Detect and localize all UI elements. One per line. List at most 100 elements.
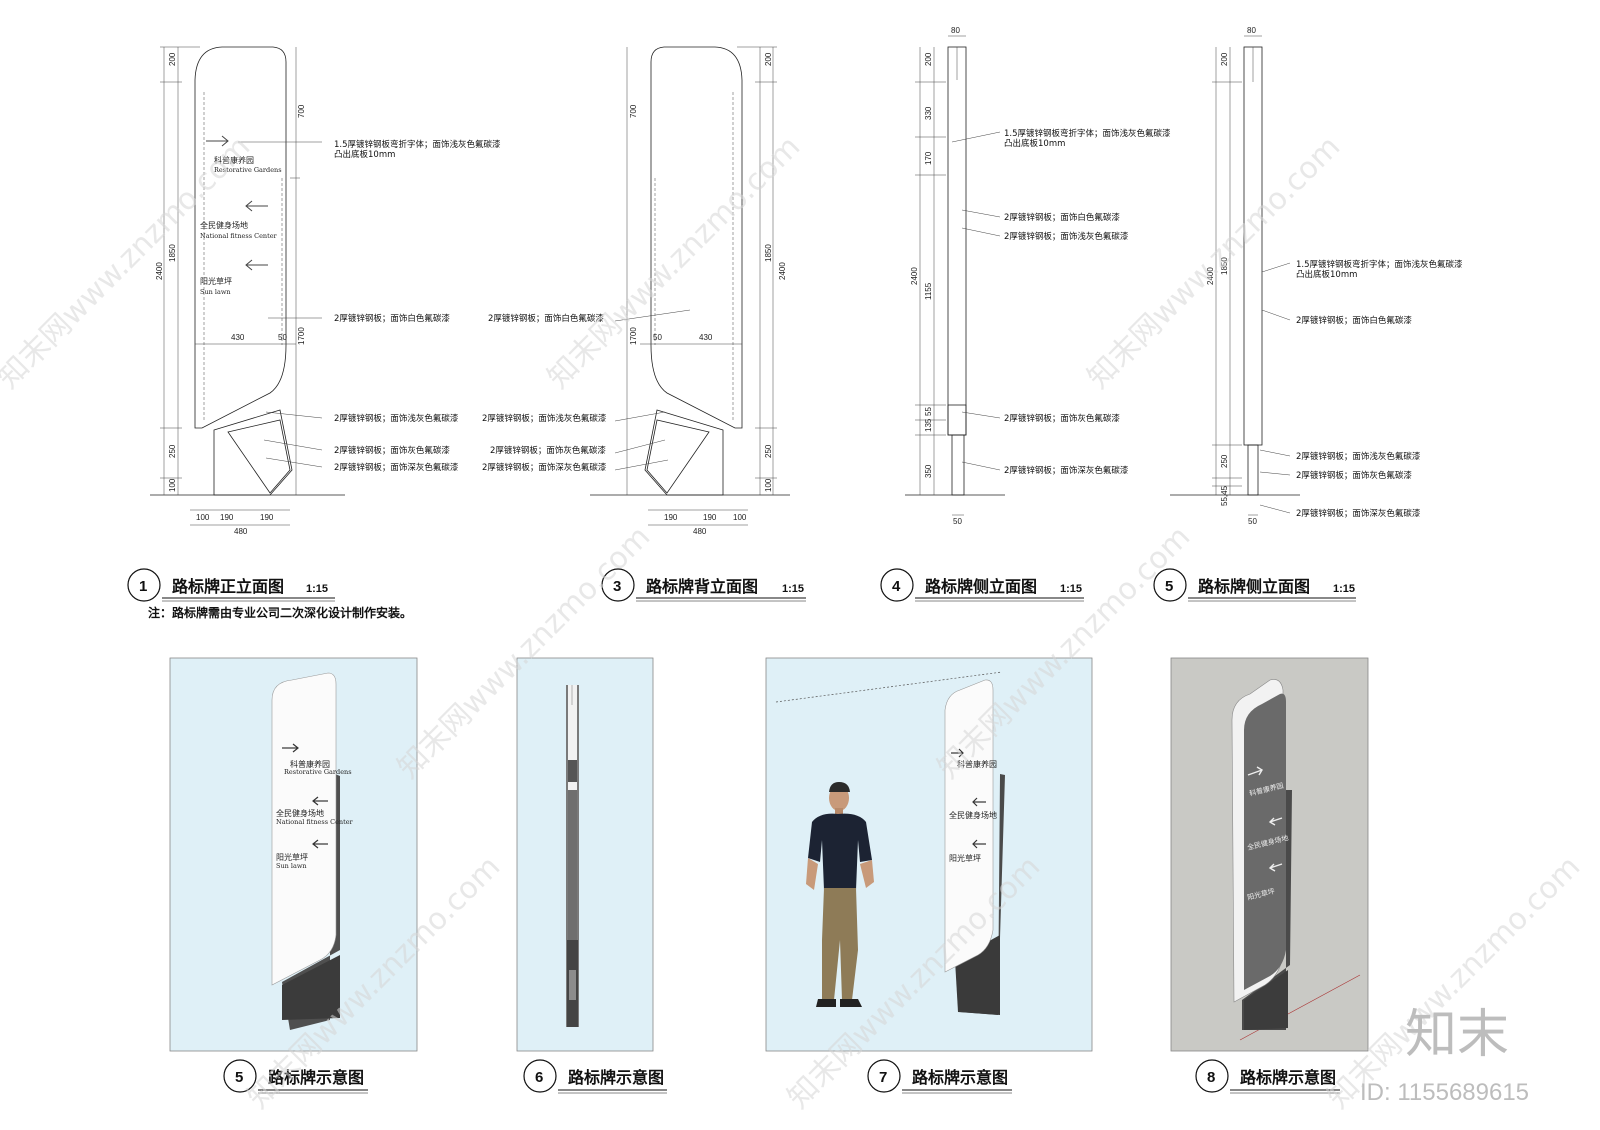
caption-5: 5 路标牌侧立面图 1:15 — [1153, 568, 1356, 602]
dim-label: 55,45 — [1220, 485, 1229, 506]
caption-number: 1 — [139, 578, 147, 595]
caption-scale: 1:15 — [306, 583, 328, 595]
dim-label: 50 — [1248, 517, 1257, 526]
arrow-right-icon — [1247, 766, 1263, 776]
dim-label: 700 — [629, 104, 638, 118]
caption-title: 路标牌背立面图 — [646, 577, 758, 596]
material-note: 2厚镀锌钢板；面饰浅灰色氟碳漆 — [1004, 231, 1129, 242]
dim-label: 200 — [764, 52, 773, 66]
material-note: 2厚镀锌钢板；面饰白色氟碳漆 — [334, 313, 450, 324]
dim-label: 1155 — [924, 282, 933, 300]
dim-label: 350 — [924, 464, 933, 478]
arrow-left-icon — [972, 797, 986, 807]
perspective-5: 科普康养园 Restorative Gardens 全民健身场地 Nationa… — [169, 657, 418, 1052]
dim-label: 135 — [924, 418, 933, 432]
dim-label: 200 — [1220, 52, 1229, 66]
material-note: 2厚镀锌钢板；面饰浅灰色氟碳漆 — [482, 413, 607, 424]
dim-label: 1850 — [1220, 257, 1229, 275]
material-note: 2厚镀锌钢板；面饰深灰色氟碳漆 — [334, 462, 459, 473]
arrow-left-icon — [245, 200, 268, 212]
footnote: 注：路标牌需由专业公司二次深化设计制作安装。 — [148, 605, 412, 620]
sign-line1-cn: 科普康养园 — [214, 155, 254, 165]
dim-label: 330 — [924, 106, 933, 120]
dim-label: 50 — [953, 517, 962, 526]
dim-label: 250 — [764, 444, 773, 458]
material-note: 2厚镀锌钢板；面饰灰色氟碳漆 — [490, 445, 606, 456]
material-note: 2厚镀锌钢板；面饰深灰色氟碳漆 — [1004, 465, 1129, 476]
perspective-caption-6: 6 路标牌示意图 — [523, 1059, 667, 1094]
svg-text:知末网www.znzmo.com: 知末网www.znzmo.com — [0, 129, 257, 395]
dim-label: 480 — [234, 527, 248, 536]
dim-label: 480 — [693, 527, 707, 536]
dim-label: 170 — [924, 151, 933, 165]
caption-title: 路标牌正立面图 — [172, 577, 284, 596]
dim-label: 190 — [703, 513, 717, 522]
dim-label: 430 — [699, 333, 713, 342]
front-elevation: 科普康养园 Restorative Gardens 全民健身场地 Nationa… — [150, 46, 501, 536]
arrow-left-icon — [312, 796, 328, 806]
arrow-left-icon — [312, 839, 328, 849]
sign-line3-cn: 阳光草坪 — [949, 853, 981, 863]
caption-title: 路标牌侧立面图 — [925, 577, 1037, 596]
perspective-7: 科普康养园 全民健身场地 阳光草坪 — [765, 657, 1093, 1052]
side-elevation-4: 80 200 330 170 2400 1155 55 135 350 50 1… — [905, 26, 1171, 526]
sign-line3-cn: 阳光草坪 — [200, 276, 232, 286]
caption-1: 1 路标牌正立面图 1:15 — [127, 568, 335, 602]
material-note: 2厚镀锌钢板；面饰白色氟碳漆 — [488, 313, 604, 324]
dim-label: 2400 — [155, 262, 164, 280]
sign-line3-en: Sun lawn — [276, 862, 307, 870]
arrow-left-icon — [972, 839, 986, 849]
arrow-left-icon — [1268, 863, 1283, 872]
caption-title: 路标牌示意图 — [568, 1068, 664, 1087]
dim-label: 50 — [653, 333, 662, 342]
caption-number: 4 — [892, 578, 901, 595]
caption-number: 7 — [879, 1069, 887, 1086]
material-note: 1.5厚镀锌钢板弯折字体；面饰浅灰色氟碳漆 — [334, 139, 501, 150]
brand-logo: 知末 — [1405, 1005, 1509, 1065]
dim-label: 700 — [297, 104, 306, 118]
dim-label: 100 — [168, 478, 177, 492]
caption-title: 路标牌示意图 — [1240, 1068, 1336, 1087]
dim-label: 200 — [924, 52, 933, 66]
sign-line3-en: Sun lawn — [200, 288, 231, 296]
dim-label: 430 — [231, 333, 245, 342]
dim-label: 190 — [260, 513, 274, 522]
material-note: 凸出底板10mm — [334, 149, 395, 160]
perspective-8: 科普康养园 全民健身场地 阳光草坪 — [1170, 657, 1369, 1052]
side-elevation-5: 80 200 2400 1850 250 55,45 50 1.5厚镀锌钢板弯折… — [1170, 26, 1463, 526]
arrow-right-icon — [206, 135, 229, 147]
dim-label: 1700 — [297, 327, 306, 345]
material-note: 1.5厚镀锌钢板弯折字体；面饰浅灰色氟碳漆 — [1004, 128, 1171, 139]
material-note: 2厚镀锌钢板；面饰浅灰色氟碳漆 — [334, 413, 459, 424]
arrow-right-icon — [282, 743, 299, 753]
caption-title: 路标牌示意图 — [268, 1068, 364, 1087]
dim-label: 190 — [220, 513, 234, 522]
arrow-left-icon — [245, 259, 268, 271]
caption-title: 路标牌侧立面图 — [1198, 577, 1310, 596]
sign-line2-cn: 全民健身场地 — [949, 810, 997, 820]
dim-label: 100 — [196, 513, 210, 522]
perspective-caption-7: 7 路标牌示意图 — [867, 1059, 1012, 1094]
material-note: 2厚镀锌钢板；面饰灰色氟碳漆 — [1004, 413, 1120, 424]
dim-label: 2400 — [778, 262, 787, 280]
arrow-right-icon — [951, 748, 964, 758]
caption-number: 5 — [235, 1069, 243, 1086]
caption-number: 6 — [535, 1069, 543, 1086]
dim-label: 80 — [951, 26, 960, 35]
material-note: 2厚镀锌钢板；面饰白色氟碳漆 — [1004, 212, 1120, 223]
dim-label: 1850 — [764, 244, 773, 262]
dim-label: 80 — [1247, 26, 1256, 35]
image-id: ID: 1155689615 — [1360, 1079, 1529, 1106]
sign-line1-cn: 科普康养园 — [957, 759, 997, 769]
dim-label: 250 — [168, 444, 177, 458]
sign-line2-cn: 全民健身场地 — [276, 808, 324, 818]
material-note: 2厚镀锌钢板；面饰灰色氟碳漆 — [1296, 470, 1412, 481]
dim-label: 190 — [664, 513, 678, 522]
perspective-6 — [516, 657, 654, 1052]
dim-label: 2400 — [910, 267, 919, 285]
material-note: 凸出底板10mm — [1296, 269, 1357, 280]
arrow-left-icon — [1268, 817, 1283, 826]
dim-label: 2400 — [1206, 267, 1215, 285]
scale-figure — [806, 782, 874, 1007]
